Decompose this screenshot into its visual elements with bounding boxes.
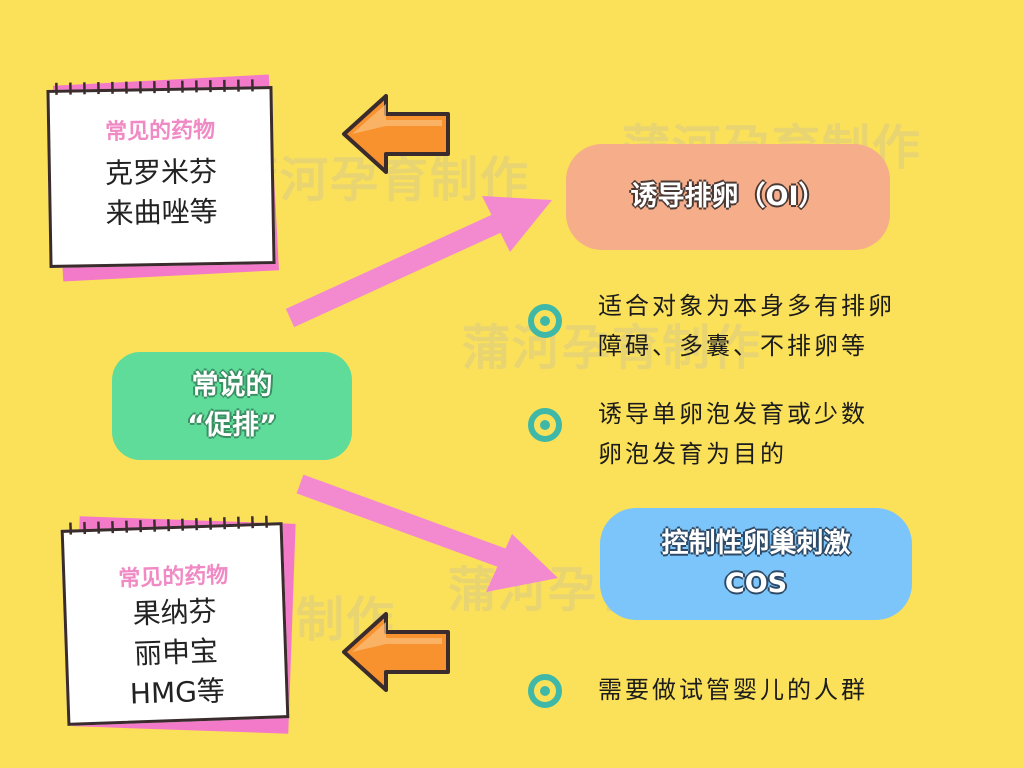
note-top-line: 来曲唑等 xyxy=(105,195,218,230)
spiral-binding xyxy=(69,515,268,535)
cos-label-line1: 控制性卵巢刺激 xyxy=(661,528,851,559)
oi-pill: 诱导排卵（OI） xyxy=(566,144,890,250)
oi-point: 适合对象为本身多有排卵 障碍、多囊、不排卵等 xyxy=(598,286,895,366)
bullet-icon xyxy=(528,408,562,442)
oi-label: 诱导排卵（OI） xyxy=(630,181,826,212)
oi-point-line: 卵泡发育为目的 xyxy=(598,440,787,468)
note-top-title: 常见的药物 xyxy=(104,118,216,145)
note-bottom-line: HMG等 xyxy=(129,674,226,711)
center-topic-pill: 常说的 “促排” xyxy=(112,352,352,460)
bullet-icon xyxy=(528,674,562,708)
note-bottom-title: 常见的药物 xyxy=(117,563,229,592)
arrow-to-cos xyxy=(296,474,558,592)
center-topic-line1: 常说的 xyxy=(191,370,273,401)
spiral-binding xyxy=(55,79,254,95)
center-topic-line2: “促排” xyxy=(187,410,277,441)
cos-point: 需要做试管婴儿的人群 xyxy=(598,670,868,710)
oi-point-line: 适合对象为本身多有排卵 xyxy=(598,292,895,320)
note-top-line: 克罗米芬 xyxy=(104,155,218,190)
oi-point-line: 诱导单卵泡发育或少数 xyxy=(598,400,868,428)
oi-point-line: 障碍、多囊、不排卵等 xyxy=(598,332,868,360)
orange-arrow-top xyxy=(342,94,450,174)
note-top: 常见的药物 克罗米芬 来曲唑等 xyxy=(46,79,276,268)
orange-arrow-bottom xyxy=(342,612,450,692)
oi-point: 诱导单卵泡发育或少数 卵泡发育为目的 xyxy=(598,394,868,474)
bullet-icon xyxy=(528,304,562,338)
cos-point-line: 需要做试管婴儿的人群 xyxy=(598,676,868,704)
note-bottom: 常见的药物 果纳芬 丽申宝 HMG等 xyxy=(60,515,290,726)
arrow-to-oi xyxy=(285,196,552,328)
cos-label-line2: COS xyxy=(724,568,788,599)
cos-pill: 控制性卵巢刺激 COS xyxy=(600,508,912,620)
